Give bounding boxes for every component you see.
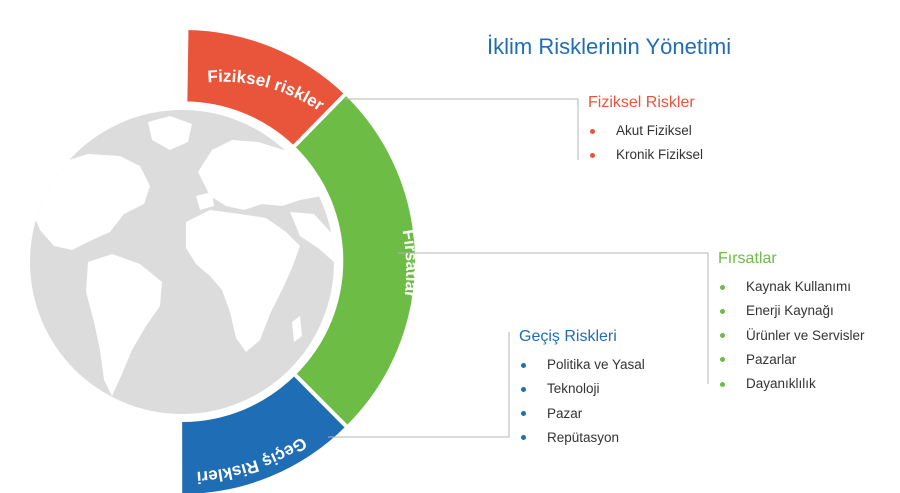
bullet-icon bbox=[720, 284, 725, 290]
list-item: Akut Fiziksel bbox=[588, 119, 703, 143]
list-item: Politika ve Yasal bbox=[519, 353, 645, 377]
bullet-icon bbox=[521, 386, 526, 392]
opportunities-heading: Fırsatlar bbox=[718, 250, 777, 267]
globe-icon bbox=[30, 110, 334, 414]
physical-risks-heading: Fiziksel Riskler bbox=[588, 94, 695, 111]
opportunities-arc-label: Fırsatlar bbox=[399, 228, 422, 299]
transition-risks-arc bbox=[182, 375, 347, 493]
list-item: Ürünler ve Servisler bbox=[718, 324, 865, 348]
list-item: Kronik Fiziksel bbox=[588, 143, 703, 167]
bullet-icon bbox=[521, 435, 526, 441]
opportunities-arc bbox=[294, 94, 415, 427]
transition-risks-heading: Geçiş Riskleri bbox=[519, 328, 617, 345]
list-item: Enerji Kaynağı bbox=[718, 299, 865, 323]
bullet-icon bbox=[720, 357, 725, 363]
bullet-icon bbox=[720, 381, 725, 387]
list-item: Pazar bbox=[519, 402, 645, 426]
bullet-icon bbox=[521, 362, 526, 368]
bullet-icon bbox=[590, 152, 595, 158]
list-item: Teknoloji bbox=[519, 377, 645, 401]
transition-connector bbox=[328, 332, 510, 438]
list-item: Repütasyon bbox=[519, 426, 645, 450]
bullet-icon bbox=[720, 308, 725, 314]
bullet-icon bbox=[590, 128, 595, 134]
transition-risks-list: Politika ve Yasal Teknoloji Pazar Repüta… bbox=[519, 353, 645, 450]
opportunities-connector bbox=[398, 252, 709, 384]
physical-connector bbox=[345, 98, 579, 160]
bullet-icon bbox=[521, 411, 526, 417]
physical-risks-arc bbox=[185, 30, 345, 146]
arc-separators bbox=[183, 30, 348, 428]
opportunities-list: Kaynak Kullanımı Enerji Kaynağı Ürünler … bbox=[718, 275, 865, 396]
list-item: Dayanıklılık bbox=[718, 372, 865, 396]
list-item: Kaynak Kullanımı bbox=[718, 275, 865, 299]
transition-risks-group: Geçiş Riskleri Politika ve Yasal Teknolo… bbox=[519, 328, 645, 450]
connector-lines bbox=[328, 98, 709, 438]
list-item: Pazarlar bbox=[718, 348, 865, 372]
page-title: İklim Risklerinin Yönetimi bbox=[487, 34, 732, 59]
opportunities-group: Fırsatlar Kaynak Kullanımı Enerji Kaynağ… bbox=[718, 250, 865, 396]
physical-risks-group: Fiziksel Riskler Akut Fiziksel Kronik Fi… bbox=[588, 94, 703, 168]
bullet-icon bbox=[720, 333, 725, 339]
physical-risks-list: Akut Fiziksel Kronik Fiziksel bbox=[588, 119, 703, 168]
